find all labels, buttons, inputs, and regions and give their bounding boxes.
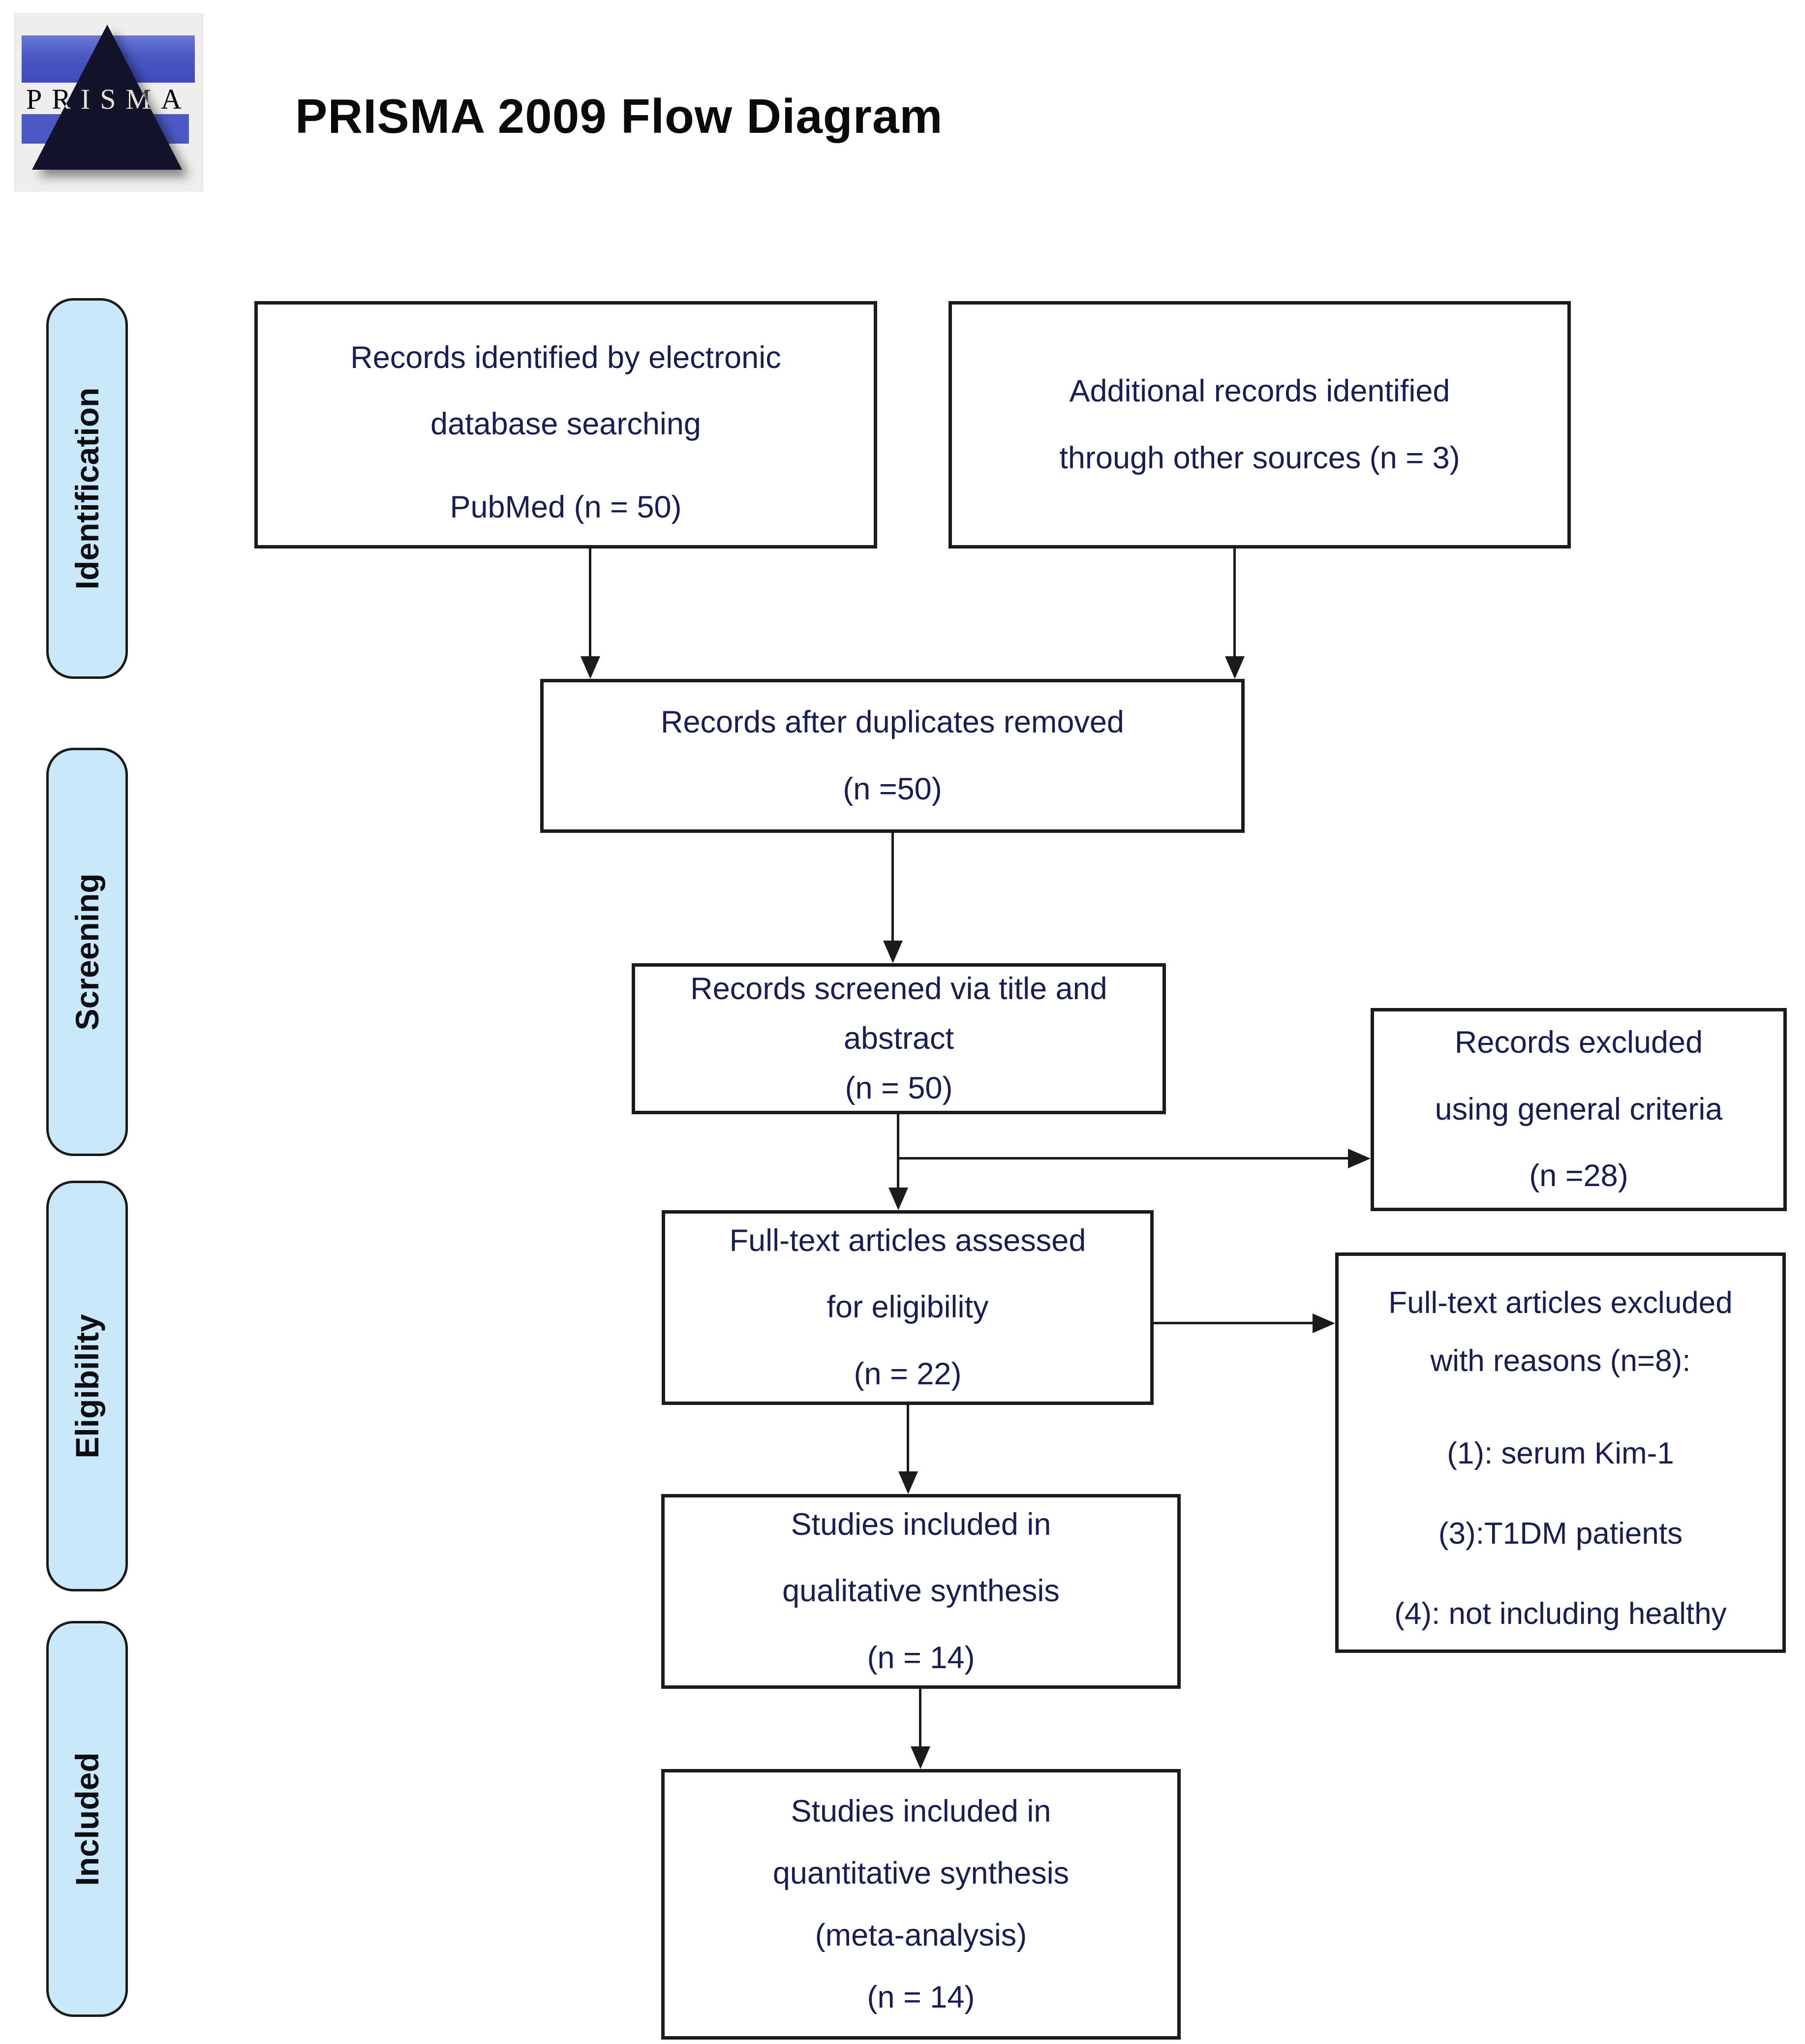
box-records-identified-count: PubMed (n = 50) (450, 490, 682, 525)
box-additional-records-text: Additional records identified through ot… (1059, 374, 1460, 475)
box-fulltext-excluded: Full-text articles excluded with reasons… (1335, 1252, 1786, 1653)
arrow-screened-to-fulltext (897, 1114, 899, 1189)
logo-prism-triangle-icon (32, 25, 182, 170)
arrowhead-down-icon (1225, 656, 1245, 679)
box-records-screened: Records screened via title and abstract … (632, 963, 1166, 1114)
arrowhead-right-icon (1348, 1149, 1371, 1168)
box-additional-records: Additional records identified through ot… (948, 301, 1571, 549)
arrowhead-right-icon (1313, 1313, 1335, 1333)
box-quantitative-synthesis-text: Studies included in quantitative synthes… (772, 1794, 1070, 2014)
arrow-additional-to-duplicates (1233, 549, 1236, 657)
box-records-excluded: Records excluded using general criteria … (1371, 1008, 1787, 1211)
arrow-fulltext-to-excluded (1154, 1322, 1313, 1324)
arrow-identified-to-duplicates (589, 549, 591, 657)
logo-wordmark: PRISMA (26, 83, 191, 115)
arrow-fulltext-to-qualitative (907, 1405, 909, 1472)
box-records-identified: Records identified by electronic databas… (254, 301, 877, 549)
box-duplicates-removed: Records after duplicates removed (n =50) (540, 679, 1245, 833)
box-records-excluded-text: Records excluded using general criteria … (1435, 1025, 1723, 1193)
box-fulltext-excluded-header: Full-text articles excluded with reasons… (1388, 1286, 1733, 1378)
box-fulltext-assessed-text: Full-text articles assessed for eligibil… (729, 1223, 1086, 1391)
arrow-screened-to-excluded (897, 1157, 1348, 1159)
box-records-screened-text: Records screened via title and abstract … (690, 972, 1107, 1105)
stage-eligibility: Eligibility (46, 1181, 128, 1591)
box-fulltext-excluded-reason-2: (3):T1DM patients (1438, 1517, 1683, 1551)
box-quantitative-synthesis: Studies included in quantitative synthes… (661, 1769, 1181, 2040)
stage-screening: Screening (46, 748, 128, 1156)
box-duplicates-removed-text: Records after duplicates removed (n =50) (661, 705, 1124, 806)
arrowhead-down-icon (911, 1746, 930, 1769)
stage-included-label: Included (69, 1752, 105, 1886)
box-qualitative-synthesis: Studies included in qualitative synthesi… (661, 1494, 1181, 1689)
box-records-identified-text: Records identified by electronic databas… (350, 340, 781, 441)
stage-included: Included (46, 1621, 128, 2017)
arrow-qualitative-to-quantitative (919, 1689, 921, 1747)
prisma-logo: PRISMA (14, 13, 203, 191)
arrowhead-down-icon (883, 941, 903, 963)
box-qualitative-synthesis-text: Studies included in qualitative synthesi… (782, 1507, 1060, 1675)
box-fulltext-excluded-reason-3: (4): not including healthy (1394, 1597, 1727, 1631)
page-title: PRISMA 2009 Flow Diagram (295, 89, 943, 143)
arrow-duplicates-to-screened (891, 833, 894, 942)
box-fulltext-assessed: Full-text articles assessed for eligibil… (662, 1210, 1154, 1405)
stage-eligibility-label: Eligibility (69, 1313, 105, 1459)
arrowhead-down-icon (898, 1471, 918, 1494)
stage-identification-label: Identification (69, 387, 105, 590)
stage-screening-label: Screening (69, 873, 105, 1031)
box-fulltext-excluded-reason-1: (1): serum Kim-1 (1447, 1436, 1674, 1471)
arrowhead-down-icon (888, 1188, 908, 1210)
arrowhead-down-icon (581, 656, 600, 679)
stage-identification: Identification (46, 298, 128, 679)
